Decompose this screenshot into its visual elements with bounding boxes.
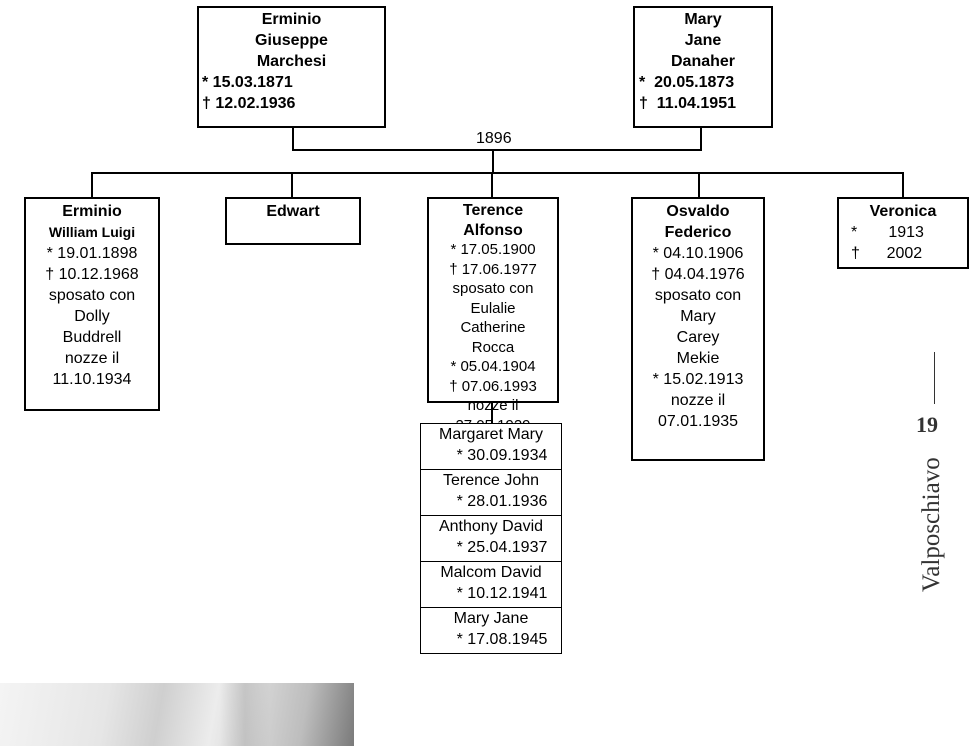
child-detail: nozze il bbox=[670, 392, 726, 409]
grandchild-name: Anthony David bbox=[438, 518, 544, 535]
child-detail: sposato con bbox=[48, 287, 136, 304]
section-title: Valposchiavo bbox=[918, 457, 945, 592]
child-box-erminio: Erminio William Luigi * 19.01.1898 † 10.… bbox=[24, 197, 160, 411]
page-number: 19 bbox=[916, 412, 938, 437]
grandchild-box: Terence John * 28.01.1936 bbox=[420, 469, 562, 516]
grandchild-birth: * 17.08.1945 bbox=[456, 631, 548, 648]
child-1-connector bbox=[91, 172, 93, 198]
child-detail: Mary bbox=[680, 308, 716, 325]
child-detail: † 2002 bbox=[851, 245, 923, 262]
child-3-connector bbox=[491, 172, 493, 198]
grandchild-box: Anthony David * 25.04.1937 bbox=[420, 515, 562, 562]
child-detail: nozze il bbox=[64, 350, 120, 367]
child-detail: † 04.04.1976 bbox=[651, 266, 745, 283]
child-detail: Rocca bbox=[471, 338, 515, 356]
grandchild-box: Margaret Mary * 30.09.1934 bbox=[420, 423, 562, 470]
grandchild-box: Mary Jane * 17.08.1945 bbox=[420, 607, 562, 654]
marriage-year: 1896 bbox=[476, 130, 512, 147]
father-line: Erminio bbox=[261, 11, 322, 28]
child-name: Terence bbox=[462, 202, 524, 219]
child-detail: sposato con bbox=[654, 287, 742, 304]
child-detail: * 19.01.1898 bbox=[46, 245, 138, 262]
grandchild-name: Terence John bbox=[442, 472, 540, 489]
father-box: Erminio Giuseppe Marchesi * 15.03.1871 †… bbox=[197, 6, 386, 128]
child-box-terence: Terence Alfonso * 17.05.1900 † 17.06.197… bbox=[427, 197, 559, 434]
child-detail: * 04.10.1906 bbox=[652, 245, 744, 262]
marriage-drop-line bbox=[492, 149, 494, 173]
father-line: † 12.02.1936 bbox=[202, 95, 296, 112]
child-4-connector bbox=[698, 172, 700, 198]
mother-down-line bbox=[700, 127, 702, 151]
side-divider bbox=[934, 352, 935, 404]
child-detail: † 07.06.1993 bbox=[449, 377, 537, 395]
mother-box: Mary Jane Danaher * 20.05.1873 † 11.04.1… bbox=[633, 6, 773, 128]
child-name: Veronica bbox=[869, 203, 937, 220]
child-detail: * 17.05.1900 bbox=[450, 241, 536, 258]
child-2-connector bbox=[291, 172, 293, 198]
child-detail: Dolly bbox=[74, 308, 110, 325]
child-detail: sposato con bbox=[452, 280, 534, 297]
child-detail: Carey bbox=[676, 329, 720, 346]
grandchild-name: Mary Jane bbox=[453, 610, 529, 627]
grandchild-birth: * 28.01.1936 bbox=[456, 493, 548, 510]
grandchild-name: Margaret Mary bbox=[438, 426, 544, 443]
father-line: Giuseppe bbox=[255, 32, 328, 49]
child-detail: 07.01.1935 bbox=[657, 413, 739, 430]
grandchild-birth: * 30.09.1934 bbox=[456, 447, 548, 464]
marriage-line bbox=[292, 149, 702, 151]
child-detail: † 10.12.1968 bbox=[45, 266, 139, 283]
father-line: Marchesi bbox=[256, 53, 327, 70]
child-name: William Luigi bbox=[48, 224, 136, 240]
child-detail: Buddrell bbox=[62, 329, 122, 346]
children-bus-line bbox=[91, 172, 904, 174]
child-name: Federico bbox=[664, 224, 732, 241]
grandchild-name: Malcom David bbox=[440, 564, 542, 581]
child-name: Osvaldo bbox=[666, 203, 730, 220]
child-name: Erminio bbox=[62, 203, 122, 220]
child-detail: Catherine bbox=[460, 319, 526, 336]
mother-line: Jane bbox=[684, 32, 722, 49]
child-5-connector bbox=[902, 172, 904, 198]
grandchild-birth: * 10.12.1941 bbox=[456, 585, 548, 602]
child-detail: Eulalie bbox=[470, 299, 516, 317]
child-box-osvaldo: Osvaldo Federico * 04.10.1906 † 04.04.19… bbox=[631, 197, 765, 461]
mother-line: Mary bbox=[684, 11, 722, 28]
child-box-veronica: Veronica * 1913 † 2002 bbox=[837, 197, 969, 269]
child-name: Edwart bbox=[266, 203, 320, 220]
child-detail: † 17.06.1977 bbox=[449, 260, 537, 278]
photo-fragment bbox=[0, 683, 354, 746]
child-detail: 11.10.1934 bbox=[52, 371, 132, 388]
mother-line: * 20.05.1873 bbox=[639, 74, 735, 91]
child-detail: nozze il bbox=[467, 397, 519, 414]
mother-line: Danaher bbox=[670, 53, 736, 70]
child-detail: Mekie bbox=[676, 350, 720, 367]
child-detail: * 05.04.1904 bbox=[450, 358, 536, 375]
child-name: Alfonso bbox=[463, 221, 523, 239]
child-detail: * 15.02.1913 bbox=[652, 371, 744, 388]
father-down-line bbox=[292, 127, 294, 151]
grandchild-birth: * 25.04.1937 bbox=[456, 539, 548, 556]
father-line: * 15.03.1871 bbox=[202, 74, 293, 91]
grandchildren-connector bbox=[491, 402, 493, 424]
grandchild-box: Malcom David * 10.12.1941 bbox=[420, 561, 562, 608]
child-detail: * 1913 bbox=[851, 224, 924, 241]
child-box-edwart: Edwart bbox=[225, 197, 361, 245]
mother-line: † 11.04.1951 bbox=[639, 95, 736, 112]
